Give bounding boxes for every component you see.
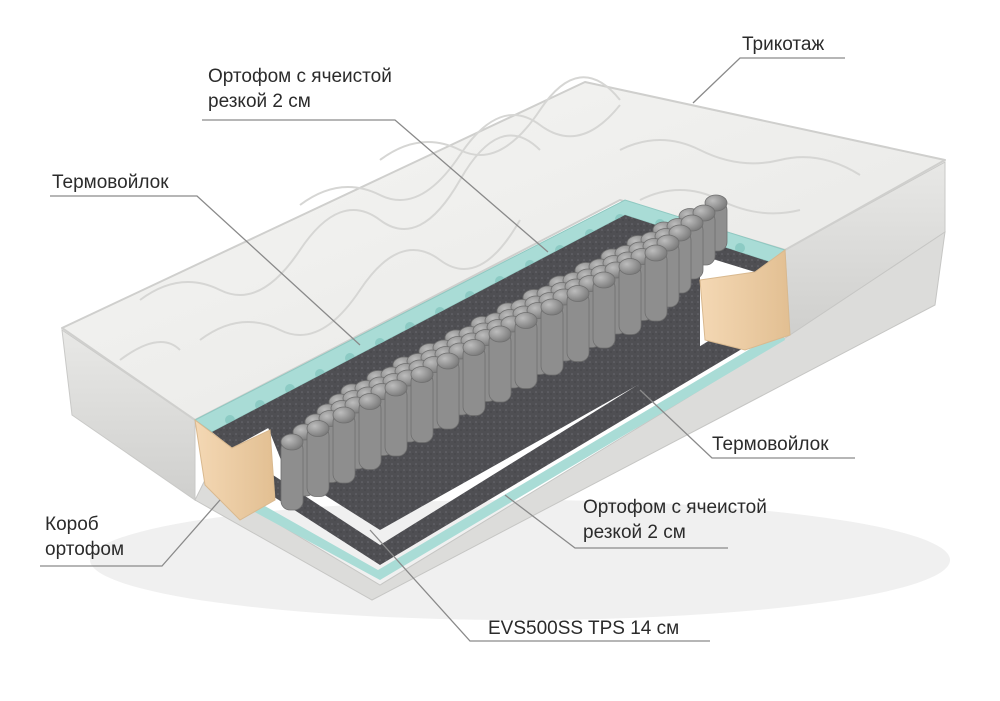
pocket-spring (618, 258, 642, 335)
pocket-spring (280, 433, 304, 511)
pocket-spring (566, 285, 590, 362)
label-bottom-felt: Термовойлок (712, 434, 829, 455)
label-top-foam: Ортофом с ячеистой резкой 2 см (208, 64, 392, 114)
leader-bottom-foam (504, 494, 728, 549)
pocket-spring (436, 352, 460, 430)
pocket-spring (462, 339, 486, 416)
pocket-spring (358, 393, 382, 470)
box-foam-right (699, 249, 791, 351)
pocket-spring (592, 271, 616, 349)
leader-top-felt (50, 195, 361, 346)
label-springs: EVS500SS TPS 14 см (488, 618, 680, 639)
pocket-spring (306, 420, 330, 497)
leader-bottom-felt (639, 389, 855, 459)
label-box: Короб ортофом (45, 512, 124, 562)
label-box-line2: ортофом (45, 539, 125, 560)
label-top-foam-line2: резкой 2 см (208, 91, 311, 112)
label-top-felt: Термовойлок (52, 172, 169, 193)
pocket-spring (488, 325, 512, 403)
leader-top-foam (202, 119, 549, 253)
pocket-springs (280, 194, 728, 511)
pocket-spring (644, 244, 668, 322)
leader-springs (369, 529, 710, 642)
pocket-spring (410, 366, 434, 443)
box-foam-left (194, 418, 276, 521)
label-top-foam-line1: Ортофом с ячеистой (208, 66, 392, 87)
pocket-spring (514, 312, 538, 389)
pocket-spring (332, 406, 356, 484)
top-felt-layer (212, 215, 770, 448)
leader-trikotazh (692, 57, 845, 104)
label-box-line1: Короб (45, 514, 99, 535)
leader-box (40, 499, 221, 567)
label-bottom-foam-line1: Ортофом с ячеистой (583, 497, 767, 518)
bottom-felt-layer (232, 325, 782, 565)
label-trikotazh: Трикотаж (742, 34, 825, 55)
label-bottom-foam: Ортофом с ячеистой резкой 2 см (583, 495, 767, 545)
pocket-spring (540, 298, 564, 376)
label-bottom-foam-line2: резкой 2 см (583, 522, 686, 543)
pocket-spring (384, 379, 408, 457)
leader-lines (40, 57, 855, 642)
quilt-pattern (119, 76, 861, 361)
